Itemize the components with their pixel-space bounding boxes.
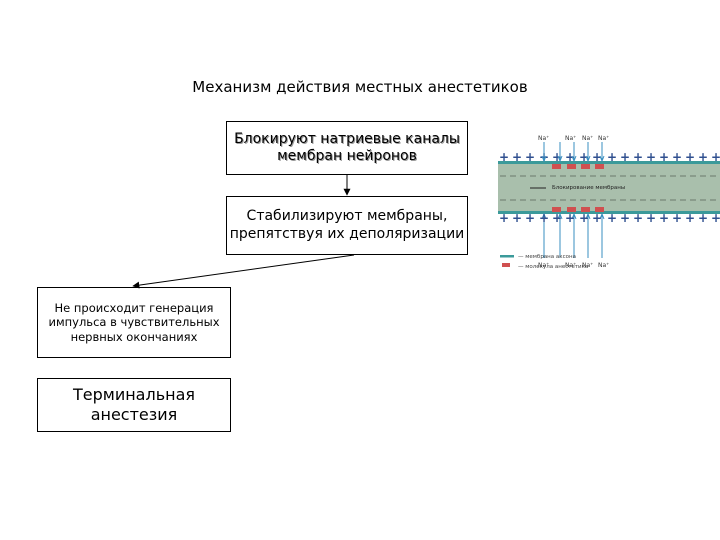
- anesthetic-molecule: [581, 207, 590, 212]
- plus-charge: +: [698, 211, 708, 225]
- legend-membrane-swatch: [500, 255, 514, 258]
- sodium-ion-label: Na⁺: [598, 135, 609, 142]
- sodium-ion-label: Na⁺: [565, 135, 576, 142]
- plus-charge: +: [512, 150, 522, 164]
- plus-charge: +: [607, 150, 617, 164]
- plus-charge: +: [659, 150, 669, 164]
- block-channels-box: Блокируют натриевые каналы мембран нейро…: [226, 121, 468, 175]
- page-title: Механизм действия местных анестетиков: [192, 78, 528, 96]
- block-channels-text: Блокируют натриевые каналы мембран нейро…: [234, 130, 460, 165]
- plus-charge: +: [685, 150, 695, 164]
- terminal-anesthesia-box: Терминальная анестезия: [37, 378, 231, 432]
- arrow-stabilize-to-no-impulse: [132, 254, 355, 289]
- plus-charge: +: [565, 150, 575, 164]
- anesthetic-molecule: [552, 207, 561, 212]
- sodium-labels-top: Na⁺ Na⁺ Na⁺ Na⁺: [538, 135, 609, 142]
- plus-charge: +: [579, 211, 589, 225]
- plus-charge: +: [711, 150, 720, 164]
- plus-charge: +: [698, 150, 708, 164]
- plus-charge: +: [659, 211, 669, 225]
- plus-charges-bottom: +++++++++++++++++: [499, 211, 720, 225]
- sodium-flux-arrowhead: [571, 155, 577, 163]
- sodium-flux-arrowhead: [541, 155, 547, 163]
- anesthetic-molecule: [595, 164, 604, 169]
- plus-charge: +: [552, 211, 562, 225]
- sodium-flux-arrowhead: [557, 155, 563, 163]
- plus-charge: +: [607, 211, 617, 225]
- stabilize-membrane-text: Стабилизируют мембраны, препятствуя их д…: [229, 208, 465, 242]
- sodium-flux-arrowhead: [585, 212, 591, 220]
- anesthetic-molecules-top: [552, 164, 604, 169]
- plus-charge: +: [711, 211, 720, 225]
- no-impulse-text: Не происходит генерация импульса в чувст…: [48, 300, 220, 344]
- plus-charge: +: [685, 211, 695, 225]
- plus-charge: +: [552, 150, 562, 164]
- anesthetic-molecules-bottom: [552, 207, 604, 212]
- plus-charge: +: [620, 150, 630, 164]
- anesthetic-molecule: [567, 164, 576, 169]
- legend-anesthetic-swatch: [502, 263, 510, 267]
- plus-charge: +: [672, 150, 682, 164]
- plus-charge: +: [592, 211, 602, 225]
- sodium-flux-arrowhead: [571, 212, 577, 220]
- plus-charge: +: [565, 211, 575, 225]
- sodium-ion-label: Na⁺: [582, 135, 593, 142]
- plus-charge: +: [499, 150, 509, 164]
- no-impulse-box: Не происходит генерация импульса в чувст…: [37, 287, 231, 358]
- sodium-channel-block-figure: Na⁺Na⁺Na⁺Na⁺ +++++++++++++++++ Блокирова…: [498, 135, 720, 270]
- plus-charge: +: [539, 211, 549, 225]
- plus-charge: +: [512, 211, 522, 225]
- plus-charge: +: [633, 150, 643, 164]
- axon-membrane-bottom: [498, 211, 720, 214]
- anesthetic-molecule: [581, 164, 590, 169]
- legend-membrane-text: — мембрана аксона: [518, 254, 576, 260]
- sodium-flux-arrowhead: [599, 212, 605, 220]
- plus-charge: +: [672, 211, 682, 225]
- plus-charge: +: [592, 150, 602, 164]
- membrane-block-label: Блокирование мембраны: [552, 185, 625, 191]
- sodium-ion-label: Na⁺: [598, 262, 609, 269]
- anesthetic-molecule: [567, 207, 576, 212]
- stabilize-membrane-box: Стабилизируют мембраны, препятствуя их д…: [226, 196, 468, 255]
- sodium-flux-arrows: [541, 142, 605, 258]
- plus-charge: +: [499, 211, 509, 225]
- plus-charge: +: [646, 211, 656, 225]
- sodium-ion-label: Na⁺: [565, 262, 576, 269]
- sodium-labels-bottom: Na⁺ Na⁺ Na⁺ Na⁺: [538, 262, 609, 269]
- plus-charge: +: [633, 211, 643, 225]
- legend-anesthetic-text: — молекула анестетика: [518, 264, 588, 270]
- plus-charge: +: [525, 211, 535, 225]
- sodium-flux-arrowhead: [541, 212, 547, 220]
- plus-charge: +: [579, 150, 589, 164]
- plus-charge: +: [620, 211, 630, 225]
- sodium-flux-arrowhead: [599, 155, 605, 163]
- sodium-ion-label: Na⁺: [582, 262, 593, 269]
- anesthetic-molecule: [552, 164, 561, 169]
- anesthetic-molecule: [595, 207, 604, 212]
- plus-charge: +: [525, 150, 535, 164]
- terminal-anesthesia-text: Терминальная анестезия: [72, 385, 196, 424]
- plus-charge: +: [646, 150, 656, 164]
- sodium-flux-arrowhead: [585, 155, 591, 163]
- sodium-flux-arrowhead: [557, 212, 563, 220]
- axon-membrane-top: [498, 161, 720, 164]
- sodium-ion-label: Na⁺: [538, 262, 549, 269]
- sodium-ion-label: Na⁺: [538, 135, 549, 142]
